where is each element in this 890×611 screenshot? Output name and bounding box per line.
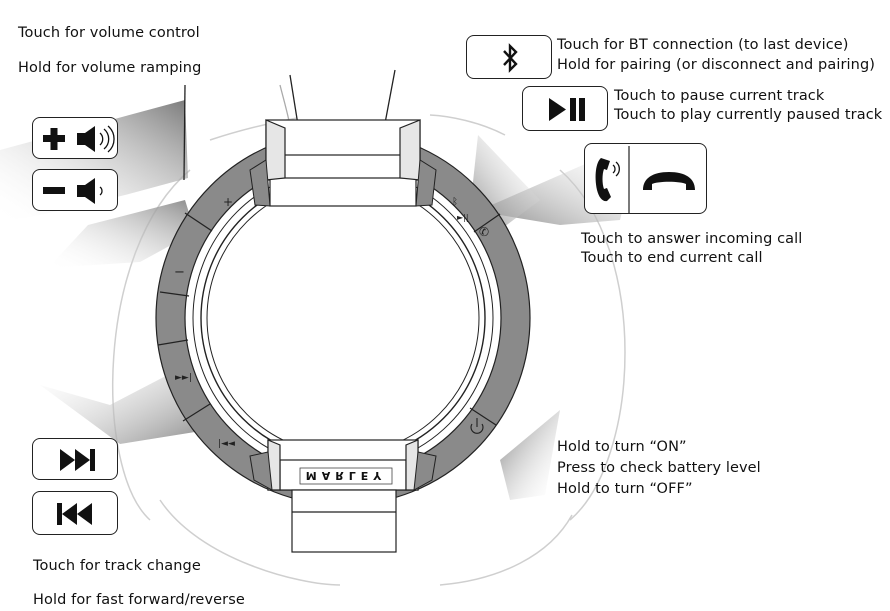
ring-minus-symbol: − — [174, 265, 185, 280]
ring-trim — [249, 159, 437, 491]
ring-fast-forward-symbol: ►►| — [175, 373, 192, 383]
ring-play-pause-symbol: ►|| — [457, 213, 469, 222]
volume-up-icon — [43, 125, 115, 153]
answer-call-icon — [595, 158, 620, 202]
power-off-label: Hold to turn “OFF” — [557, 481, 693, 497]
bluetooth-touch-label: Touch for BT connection (to last device) — [557, 37, 849, 53]
ring-bluetooth-symbol: ᛒ — [452, 197, 458, 208]
ring-plus-symbol: + — [223, 195, 233, 209]
ring-phone-symbol: ✆ — [479, 225, 489, 239]
volume-hold-label: Hold for volume ramping — [18, 60, 202, 76]
previous-track-button[interactable] — [32, 491, 118, 535]
brand-mark-area — [299, 467, 393, 485]
bottom-bracket — [267, 439, 419, 553]
ring-symbols: + − ►►| |◄◄ ᛒ ►|| ✆ — [174, 195, 489, 449]
volume-up-button[interactable] — [32, 117, 118, 159]
play-pause-icon — [549, 98, 585, 121]
power-on-label: Hold to turn “ON” — [557, 439, 687, 455]
volume-down-button[interactable] — [32, 169, 118, 211]
battery-check-label: Press to check battery level — [557, 460, 761, 476]
bluetooth-icon — [503, 43, 518, 73]
pause-label: Touch to pause current track — [614, 88, 825, 104]
fast-forward-reverse-label: Hold for fast forward/reverse — [33, 592, 245, 608]
bluetooth-hold-label: Hold for pairing (or disconnect and pair… — [557, 57, 876, 73]
play-pause-button[interactable] — [522, 86, 608, 131]
call-button[interactable] — [584, 143, 707, 214]
control-ring — [155, 130, 531, 506]
rewind-icon — [57, 503, 92, 525]
ring-power-symbol — [470, 418, 484, 434]
brand-mark: MARLEY — [305, 469, 387, 482]
bluetooth-button[interactable] — [466, 35, 552, 79]
play-label: Touch to play currently paused track — [614, 107, 883, 123]
ring-rewind-symbol: |◄◄ — [218, 439, 235, 449]
track-change-label: Touch for track change — [33, 558, 201, 574]
call-button-art — [595, 146, 695, 213]
top-bracket — [265, 119, 421, 207]
end-call-label: Touch to end current call — [581, 250, 763, 266]
answer-call-label: Touch to answer incoming call — [581, 231, 803, 247]
next-track-button[interactable] — [32, 438, 118, 480]
end-call-icon — [643, 172, 695, 190]
volume-down-icon — [43, 178, 103, 204]
volume-touch-label: Touch for volume control — [18, 25, 200, 41]
fast-forward-icon — [60, 449, 95, 471]
